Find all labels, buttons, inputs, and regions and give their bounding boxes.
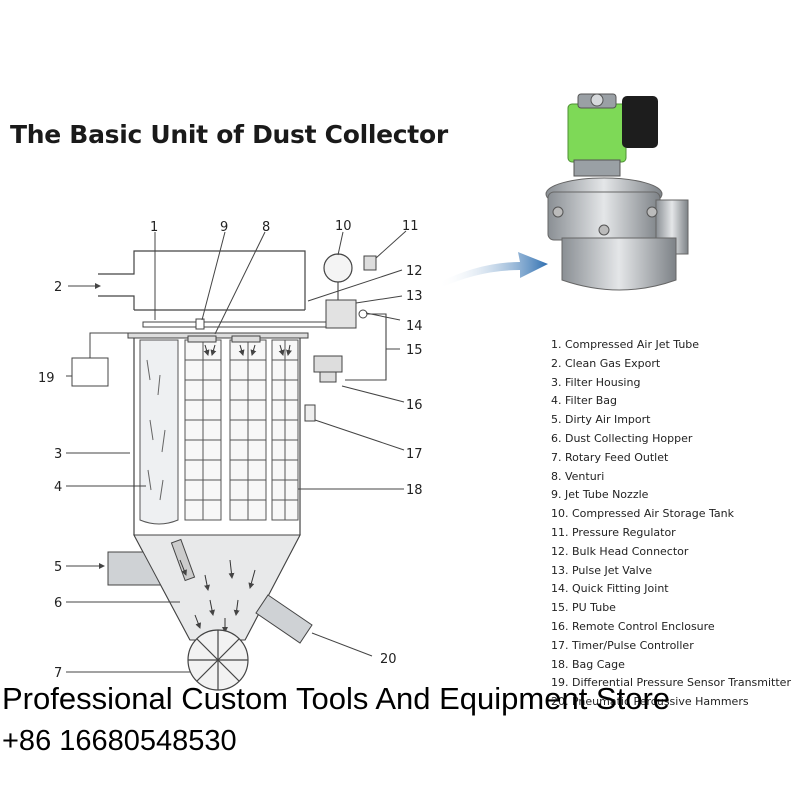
callout-numbers: 1 2 3 4 5 6 7 8 9 10 11 12 13 14 15 16 1… (38, 219, 423, 681)
legend-item: 5. Dirty Air Import (551, 413, 651, 427)
legend-item: 3. Filter Housing (551, 375, 641, 389)
legend-item: 12. Bulk Head Connector (551, 544, 689, 558)
pulse-valve-photo (545, 93, 689, 291)
diagram-title: The Basic Unit of Dust Collector (10, 120, 448, 149)
callout-17: 17 (406, 447, 423, 462)
legend-item: 1. Compressed Air Jet Tube (551, 338, 700, 351)
callout-3: 3 (54, 447, 62, 462)
tube-sheet (127, 332, 309, 339)
legend-item: 14. Quick Fitting Joint (551, 582, 669, 596)
callout-16: 16 (406, 398, 423, 413)
store-phone: +86 16680548530 (2, 725, 237, 757)
callout-6: 6 (54, 596, 62, 611)
clean-gas-plenum (98, 250, 306, 311)
store-name: Professional Custom Tools And Equipment … (2, 681, 671, 716)
callout-18: 18 (406, 483, 423, 498)
legend-item: 16. Remote Control Enclosure (551, 619, 715, 633)
legend-item: 17. Timer/Pulse Controller (551, 638, 694, 652)
jet-tube-nozzle (195, 318, 205, 330)
legend-item: 9. Jet Tube Nozzle (551, 488, 649, 502)
legend-item: 4. Filter Bag (551, 394, 617, 408)
legend-item: 11. Pressure Regulator (551, 525, 676, 539)
callout-15: 15 (406, 343, 423, 358)
pointer-arrow (438, 252, 548, 288)
callout-5: 5 (54, 560, 62, 575)
legend-item: 7. Rotary Feed Outlet (551, 450, 669, 464)
legend-item: 19. Differential Pressure Sensor Transmi… (551, 676, 791, 690)
callout-8: 8 (262, 220, 270, 235)
venturi (187, 335, 261, 343)
bag-cage (184, 339, 299, 521)
pneumatic-hammer (255, 594, 313, 644)
airflow-arrows (179, 344, 292, 633)
legend-item: 6. Dust Collecting Hopper (551, 431, 693, 445)
pressure-regulator (363, 255, 377, 271)
filter-bag (139, 339, 179, 525)
legend-item: 2. Clean Gas Export (551, 356, 661, 370)
callout-11: 11 (402, 219, 419, 234)
parts-legend: 1. Compressed Air Jet Tube 2. Clean Gas E… (551, 336, 791, 712)
pulse-jet-valve (325, 299, 368, 329)
legend-item: 10. Compressed Air Storage Tank (551, 507, 734, 521)
callout-20: 20 (380, 652, 397, 667)
legend-item: 15. PU Tube (551, 601, 616, 615)
callout-7: 7 (54, 666, 62, 681)
callout-4: 4 (54, 480, 62, 495)
callout-1: 1 (150, 220, 158, 235)
callout-14: 14 (406, 319, 423, 334)
remote-control-enclosure (313, 355, 343, 383)
legend-item: 8. Venturi (551, 469, 605, 483)
air-storage-tank (323, 253, 353, 283)
pu-tube (337, 282, 387, 381)
rotary-feed-outlet (187, 629, 249, 691)
legend-item: 13. Pulse Jet Valve (551, 563, 653, 577)
callout-13: 13 (406, 289, 423, 304)
callout-19: 19 (38, 371, 55, 386)
legend-item: 18. Bag Cage (551, 657, 625, 671)
legend-item: 20. Pneumatic Percussive Hammers (551, 695, 749, 709)
leader-lines (66, 230, 407, 673)
callout-9: 9 (220, 220, 228, 235)
compressed-air-jet-tube (142, 321, 332, 328)
differential-pressure-sensor (71, 357, 109, 387)
callout-12: 12 (406, 264, 423, 279)
callout-10: 10 (335, 219, 352, 234)
callout-2: 2 (54, 280, 62, 295)
timer-controller (304, 404, 316, 422)
